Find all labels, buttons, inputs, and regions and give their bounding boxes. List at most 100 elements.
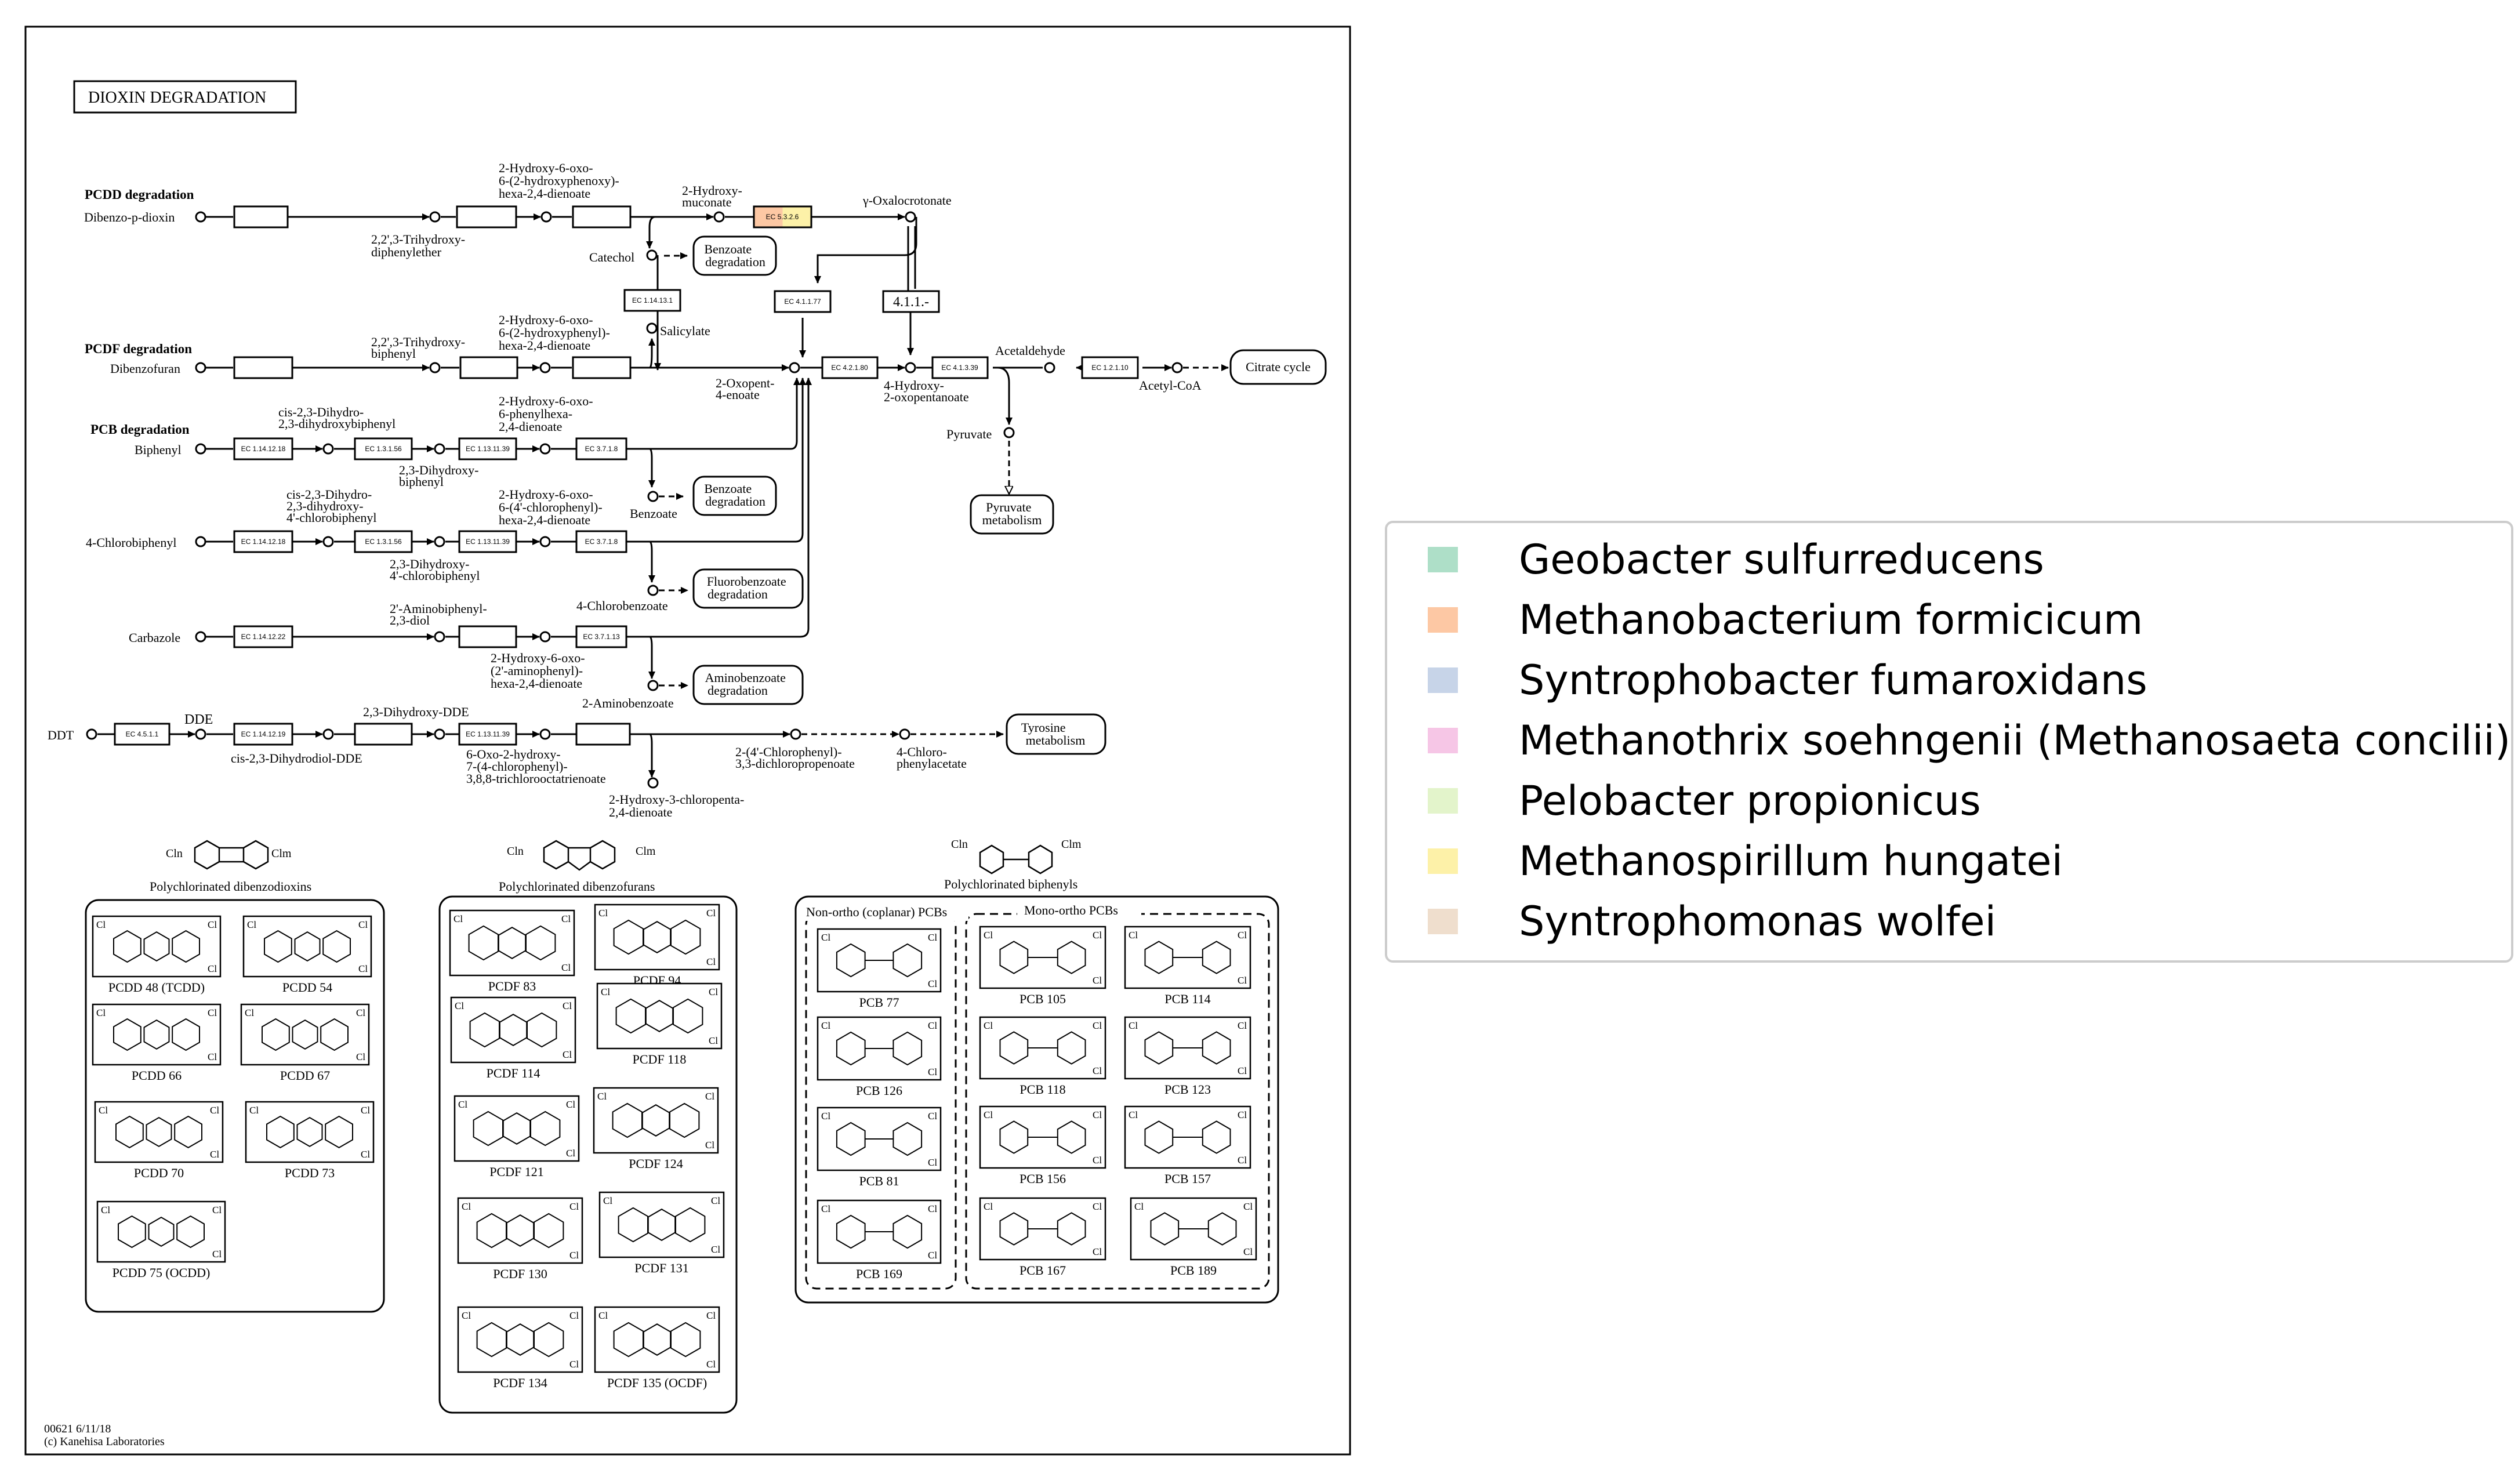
pathway-map: DIOXIN DEGRADATION PCDD degradation Dibe…	[24, 26, 1351, 1456]
map-benzoate-degradation-1[interactable]	[692, 235, 777, 276]
chlorine-label: Cl	[821, 1111, 830, 1122]
enzyme-ec-4-1-1-77[interactable]	[774, 290, 832, 313]
compound-biphenyl: Biphenyl	[135, 442, 182, 457]
chlorine-label: Cl	[1093, 975, 1102, 986]
footer-code: 00621 6/11/18	[44, 1423, 111, 1435]
enzyme-ec-3-7-1-8-cl[interactable]: EC 3.7.1.8	[585, 538, 618, 546]
compound-dihydroxy-dde: 2,3-Dihydroxy-DDE	[363, 705, 469, 719]
map-benzoate-degradation-2[interactable]	[692, 476, 777, 516]
non-ortho-title: Non-ortho (coplanar) PCBs	[806, 905, 947, 919]
legend-label: Methanospirillum hungatei	[1519, 837, 2063, 885]
enzyme-ec-3-7-1-8-pcb[interactable]: EC 3.7.1.8	[585, 445, 618, 453]
enzyme-ec-4-5-1-1[interactable]: EC 4.5.1.1	[126, 730, 159, 738]
chlorine-label: Cl	[99, 1105, 108, 1116]
chlorine-label: Cl	[1134, 1201, 1144, 1212]
compound-trihydroxy-diphenylether: 2,2',3-Trihydroxy- diphenylether	[371, 232, 469, 259]
enzyme-ec-1-13-11-39-cl[interactable]: EC 1.13.11.39	[466, 538, 510, 546]
enzyme-ec-1-14-13-1[interactable]	[623, 289, 681, 312]
congener-label: PCDD 54	[282, 980, 332, 995]
legend-label: Syntrophomonas wolfei	[1519, 898, 1997, 945]
congener-frame	[92, 1003, 222, 1066]
compound-ddt: DDT	[48, 728, 74, 742]
chlorine-label: Cl	[1238, 1155, 1247, 1166]
compound-hod-phenoxy: 2-Hydroxy-6-oxo- 6-(2-hydroxyphenoxy)- h…	[499, 161, 622, 201]
enzyme-ec-1-13-11-39-pcb[interactable]: EC 1.13.11.39	[466, 445, 510, 453]
compound-chlorophenyl-dcp: 2-(4'-Chlorophenyl)- 3,3-dichloropropeno…	[735, 745, 855, 771]
compound-hod-phenyl: 2-Hydroxy-6-oxo- 6-phenylhexa- 2,4-dieno…	[499, 394, 596, 434]
pcb-group-title: Polychlorinated biphenyls	[944, 877, 1077, 891]
chlorine-label: Cl	[711, 1244, 720, 1255]
map-tyrosine-metabolism[interactable]	[1006, 713, 1106, 755]
congener-label: PCB 114	[1164, 992, 1210, 1006]
enzyme-ec-4-1-3-39[interactable]	[931, 356, 989, 379]
chlorine-label: Cl	[928, 1203, 937, 1214]
legend-item: Methanobacterium formicicum	[1428, 594, 2143, 646]
enzyme-ec-4-2-1-80[interactable]	[821, 356, 879, 379]
map-aminobenzoate-degradation[interactable]	[692, 665, 804, 705]
chlorine-label: Cl	[928, 1111, 937, 1122]
enzyme-ec-1-2-1-10[interactable]	[1081, 356, 1139, 379]
congener-frame	[596, 982, 723, 1050]
congener-frame	[450, 996, 576, 1064]
chlorine-label: Cl	[249, 1105, 259, 1116]
chlorine-label: Cl	[569, 1201, 579, 1212]
congener-label: PCDD 67	[280, 1068, 330, 1083]
section-pcb: PCB degradation	[90, 422, 190, 437]
chlorine-label: Cl	[984, 1201, 993, 1212]
chlorine-label: Cl	[1238, 930, 1247, 941]
chlorine-label: Cl	[597, 1091, 607, 1102]
enzyme-ec-1-14-12-18-pcb[interactable]: EC 1.14.12.18	[241, 445, 286, 453]
compound-hydroxymuconate: 2-Hydroxy- muconate	[682, 183, 745, 209]
chlorine-label: Cl	[1238, 1020, 1247, 1031]
map-benzoate-degradation-1-label: Benzoate degradation	[704, 242, 765, 269]
enzyme-ec-5-3-2-6[interactable]	[753, 205, 812, 228]
congener-frame	[594, 1306, 720, 1373]
enzyme-ec-1-3-1-56-cl[interactable]: EC 1.3.1.56	[365, 538, 402, 546]
chlorine-label: Cl	[984, 930, 993, 941]
enzyme-4-1-1[interactable]	[882, 290, 940, 313]
enzyme-ec-1-14-12-22[interactable]: EC 1.14.12.22	[241, 633, 286, 641]
compound-hydroxy-oxopentanoate: 4-Hydroxy- 2-oxopentanoate	[884, 378, 969, 404]
map-pyruvate-metabolism-label: Pyruvate metabolism	[982, 500, 1042, 527]
pcdd-group-title: Polychlorinated dibenzodioxins	[150, 879, 311, 894]
legend-item: Pelobacter propionicus	[1428, 775, 1981, 827]
pcdd-generic-clm: Clm	[271, 847, 292, 860]
enzyme-ec-3-7-1-13[interactable]: EC 3.7.1.13	[583, 633, 620, 641]
enzyme-ec-1-13-11-39-ddt[interactable]: EC 1.13.11.39	[466, 730, 510, 738]
map-tyrosine-metabolism-label: Tyrosine metabolism	[1021, 720, 1085, 748]
non-ortho-box	[805, 913, 957, 1290]
chlorine-label: Cl	[598, 908, 608, 919]
congener-label: PCDD 73	[285, 1166, 335, 1180]
legend-swatch	[1428, 848, 1458, 874]
map-pyruvate-metabolism[interactable]	[970, 494, 1054, 535]
congener-label: PCDF 134	[493, 1376, 547, 1390]
chlorine-label: Cl	[1093, 1109, 1102, 1120]
chlorine-label: Cl	[984, 1109, 993, 1120]
section-pcdd: PCDD degradation	[85, 187, 194, 202]
enzyme-ec-1-14-12-18-cl[interactable]: EC 1.14.12.18	[241, 538, 286, 546]
chlorine-label: Cl	[361, 1105, 370, 1116]
map-fluorobenzoate-degradation[interactable]	[692, 568, 804, 609]
chlorine-label: Cl	[356, 1051, 365, 1062]
pcdd-generic-cln: Cln	[166, 847, 183, 860]
chlorine-label: Cl	[603, 1195, 612, 1206]
enzyme-ec-1-3-1-56-pcb[interactable]: EC 1.3.1.56	[365, 445, 402, 453]
map-citrate-cycle[interactable]	[1229, 349, 1327, 385]
chlorine-label: Cl	[455, 1000, 464, 1011]
compound-catechol: Catechol	[589, 250, 634, 264]
enzyme-ec-1-14-12-19[interactable]: EC 1.14.12.19	[241, 730, 286, 738]
